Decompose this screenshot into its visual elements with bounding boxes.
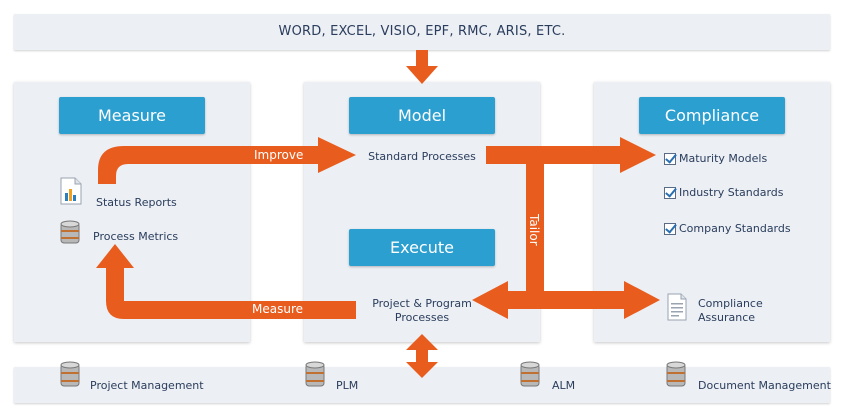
checklist-item: Company Standards	[664, 222, 791, 235]
measure-label: Measure	[252, 302, 303, 316]
process-metrics-label: Process Metrics	[93, 230, 179, 243]
status-reports-label: Status Reports	[96, 196, 177, 209]
document-icon	[667, 293, 687, 321]
tailor-label: Tailor	[527, 214, 541, 246]
checkbox-icon	[664, 152, 676, 165]
checklist-item: Maturity Models	[664, 152, 767, 165]
source-formats-band: WORD, EXCEL, VISIO, EPF, RMC, ARIS, ETC.	[14, 14, 830, 50]
tool-plm: PLM	[336, 379, 359, 392]
project-processes-label-line1: Project & Program	[372, 297, 472, 310]
checkbox-icon	[664, 222, 676, 235]
source-formats-text: WORD, EXCEL, VISIO, EPF, RMC, ARIS, ETC.	[278, 24, 566, 39]
compliance-assurance-line2: Assurance	[698, 311, 756, 324]
project-processes-label-line2: Processes	[394, 311, 450, 324]
database-icon	[305, 361, 325, 387]
to-assurance-arrow	[472, 281, 660, 319]
database-icon	[60, 361, 80, 387]
database-icon	[60, 220, 80, 244]
execute-header: Execute	[349, 229, 495, 266]
checklist-label: Industry Standards	[679, 186, 784, 199]
tool-project-management: Project Management	[90, 379, 204, 392]
measure-arrow	[96, 244, 356, 319]
tool-alm: ALM	[552, 379, 576, 392]
checkbox-icon	[664, 186, 676, 199]
measure-header: Measure	[59, 97, 205, 134]
model-header: Model	[349, 97, 495, 134]
checklist-label: Maturity Models	[679, 152, 768, 165]
report-icon	[60, 177, 82, 205]
database-icon	[666, 361, 686, 387]
tailor-connector	[516, 146, 544, 300]
input-down-arrow	[406, 50, 438, 84]
to-compliance-arrow	[486, 137, 656, 173]
compliance-header: Compliance	[639, 97, 785, 134]
standard-processes-label: Standard Processes	[368, 150, 476, 163]
tool-document-management: Document Management	[698, 379, 831, 392]
tools-double-arrow	[406, 334, 438, 378]
improve-label: Improve	[254, 148, 304, 162]
checklist-label: Company Standards	[679, 222, 791, 235]
compliance-assurance-line1: Compliance	[698, 297, 763, 310]
database-icon	[520, 361, 540, 387]
checklist-item: Industry Standards	[664, 186, 784, 199]
improve-arrow	[98, 137, 356, 184]
